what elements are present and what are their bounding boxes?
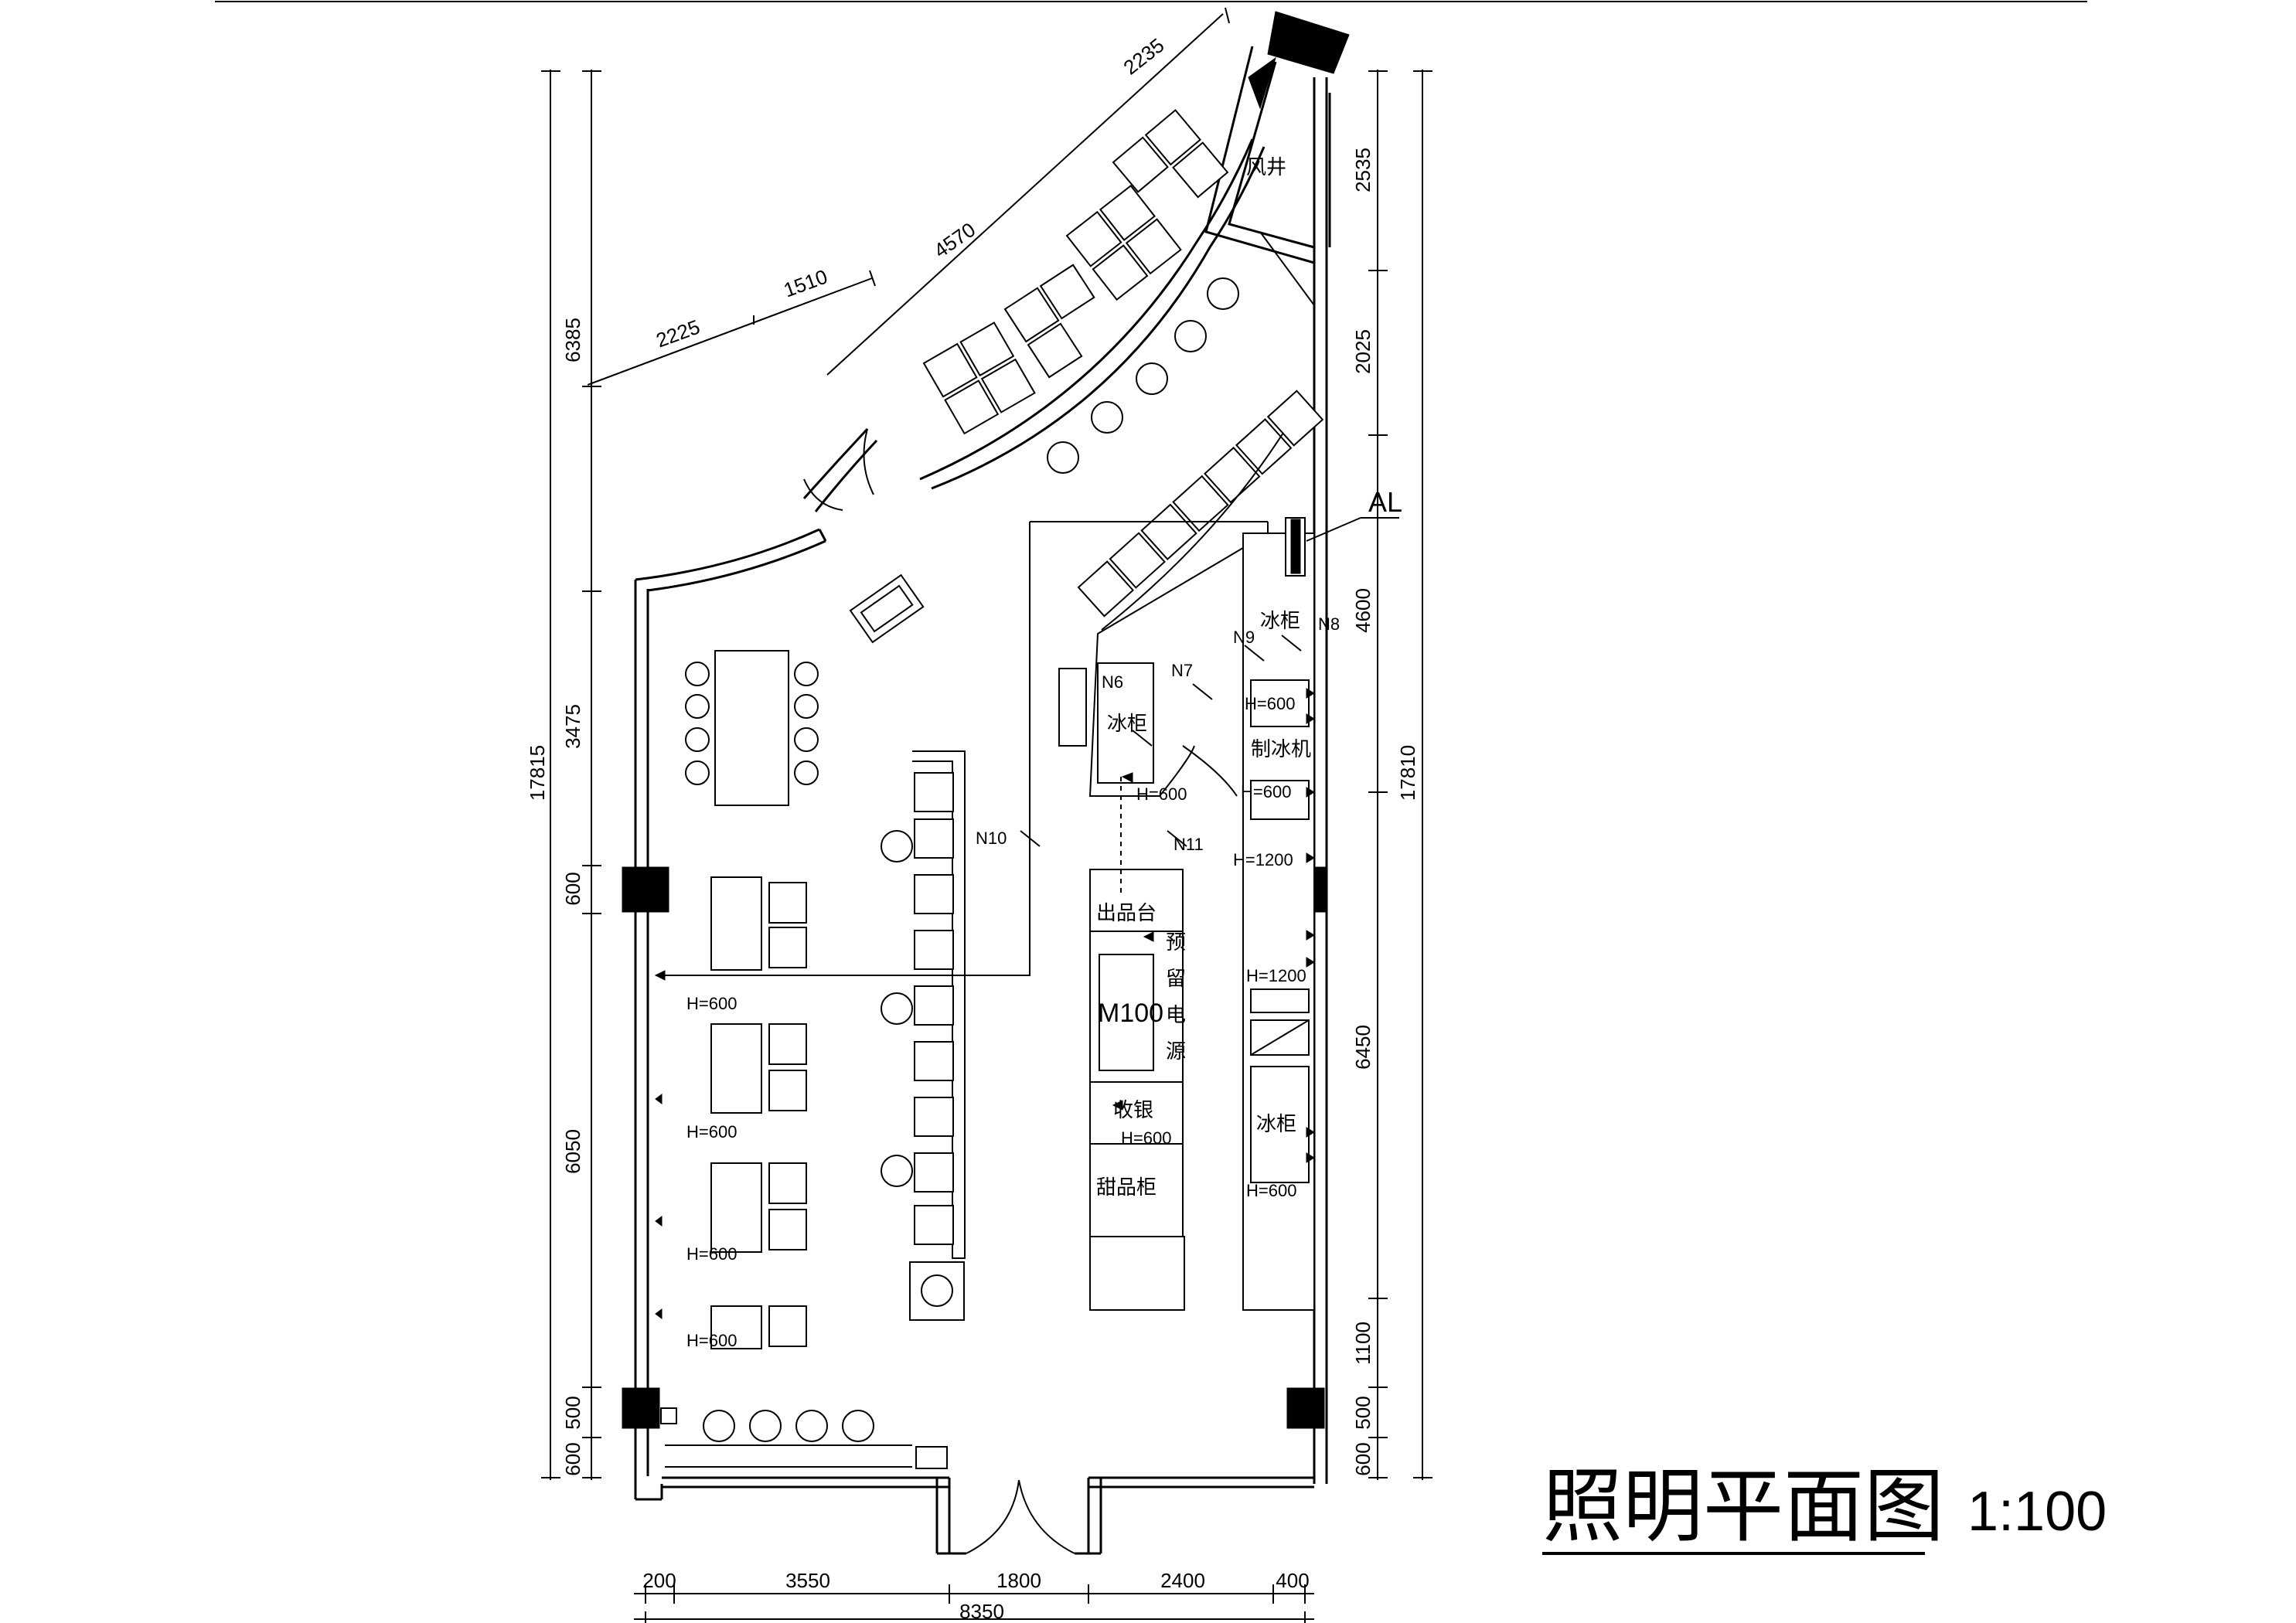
left-dimension-chain: 17815 6385 3475 600 6050 500 600 — [526, 70, 601, 1480]
dim-left-6: 600 — [561, 1442, 584, 1475]
label-height-11: H=600 — [686, 1331, 737, 1350]
dim-bottom-4: 2400 — [1160, 1569, 1205, 1592]
column-left-bottom — [622, 1387, 660, 1429]
label-fridge-3: 冰柜 — [1256, 1112, 1296, 1135]
label-height-5: H=1200 — [1246, 966, 1306, 985]
dim-right-1: 2535 — [1351, 148, 1375, 192]
dim-angled-4570: 4570 — [930, 218, 980, 263]
label-shaft: 风井 — [1246, 155, 1286, 179]
label-cashier: 收银 — [1113, 1098, 1153, 1121]
dim-left-4: 6050 — [561, 1129, 584, 1174]
label-height-8: H=600 — [686, 994, 737, 1013]
label-fridge-1: 冰柜 — [1107, 712, 1147, 735]
label-fridge-2: 冰柜 — [1260, 609, 1300, 632]
label-height-4: H=1200 — [1233, 850, 1293, 869]
dim-left-3: 600 — [561, 872, 584, 905]
dim-angled-2235: 2235 — [1119, 33, 1168, 79]
bottom-dimension-chain: 200 3550 1800 2400 400 8350 — [634, 1569, 1314, 1623]
dim-right-7: 600 — [1351, 1442, 1375, 1475]
column-top — [1267, 11, 1350, 74]
dim-left-total: 17815 — [526, 745, 549, 801]
label-reserved-power-3: 电 — [1166, 1003, 1186, 1026]
label-reserved-power-1: 预 — [1166, 931, 1186, 954]
dim-angled-2225-a: 2225 — [653, 315, 703, 352]
dim-left-1: 6385 — [561, 318, 584, 362]
label-circuit-n10: N10 — [976, 829, 1007, 848]
dim-right-6: 500 — [1351, 1396, 1375, 1429]
dim-right-3: 4600 — [1351, 588, 1375, 633]
dim-left-5: 500 — [561, 1396, 584, 1429]
dim-bottom-total: 8350 — [959, 1600, 1004, 1623]
dim-bottom-5: 400 — [1276, 1569, 1309, 1592]
label-pickup-counter: 出品台 — [1096, 901, 1157, 924]
label-height-7: H=600 — [1246, 1181, 1296, 1200]
column-left-mid — [622, 866, 669, 913]
label-height-10: H=600 — [686, 1244, 737, 1264]
long-table — [685, 650, 819, 806]
label-height-3: H=600 — [1241, 782, 1291, 801]
drawing-scale: 1:100 — [1967, 1481, 2107, 1543]
bar-area — [654, 521, 1315, 1319]
title-block: 照明平面图 1:100 — [1542, 1462, 2107, 1555]
dim-right-5: 1100 — [1351, 1322, 1375, 1365]
curved-booth-seating — [922, 109, 1324, 631]
label-circuit-n6: N6 — [1102, 672, 1123, 692]
label-circuit-n9: N9 — [1233, 628, 1255, 647]
dim-right-total: 17810 — [1396, 745, 1419, 801]
label-circuit-n7: N7 — [1171, 661, 1193, 680]
shaft-vent-icon — [1248, 56, 1276, 110]
dim-bottom-1: 200 — [642, 1569, 676, 1592]
dim-left-2: 3475 — [561, 704, 584, 749]
left-booths — [710, 876, 807, 1349]
dim-bottom-3: 1800 — [996, 1569, 1041, 1592]
bench-seating — [881, 750, 966, 1321]
column-right-bottom — [1286, 1387, 1325, 1429]
label-height-1: H=600 — [1245, 694, 1295, 713]
label-height-2: H=600 — [1136, 784, 1187, 804]
label-reserved-power-4: 源 — [1166, 1039, 1186, 1063]
label-dessert-cabinet: 甜品柜 — [1096, 1176, 1157, 1199]
label-panel-al: AL — [1368, 486, 1402, 518]
window-counter — [660, 1407, 948, 1469]
dim-bottom-2: 3550 — [785, 1569, 830, 1592]
sofa — [849, 573, 925, 644]
label-height-9: H=600 — [686, 1122, 737, 1142]
label-m100: M100 — [1098, 999, 1163, 1028]
label-circuit-n11: N11 — [1174, 835, 1204, 854]
label-reserved-power-2: 留 — [1166, 967, 1186, 990]
dim-right-4: 6450 — [1351, 1025, 1375, 1070]
right-dimension-chain: 2535 2025 4600 6450 1100 500 600 17810 — [1351, 70, 1432, 1480]
dim-right-2: 2025 — [1351, 329, 1375, 374]
drawing-title: 照明平面图 — [1542, 1462, 1944, 1552]
label-ice-machine: 制冰机 — [1251, 737, 1311, 760]
label-circuit-n8: N8 — [1318, 614, 1340, 634]
label-height-6: H=600 — [1121, 1128, 1171, 1148]
